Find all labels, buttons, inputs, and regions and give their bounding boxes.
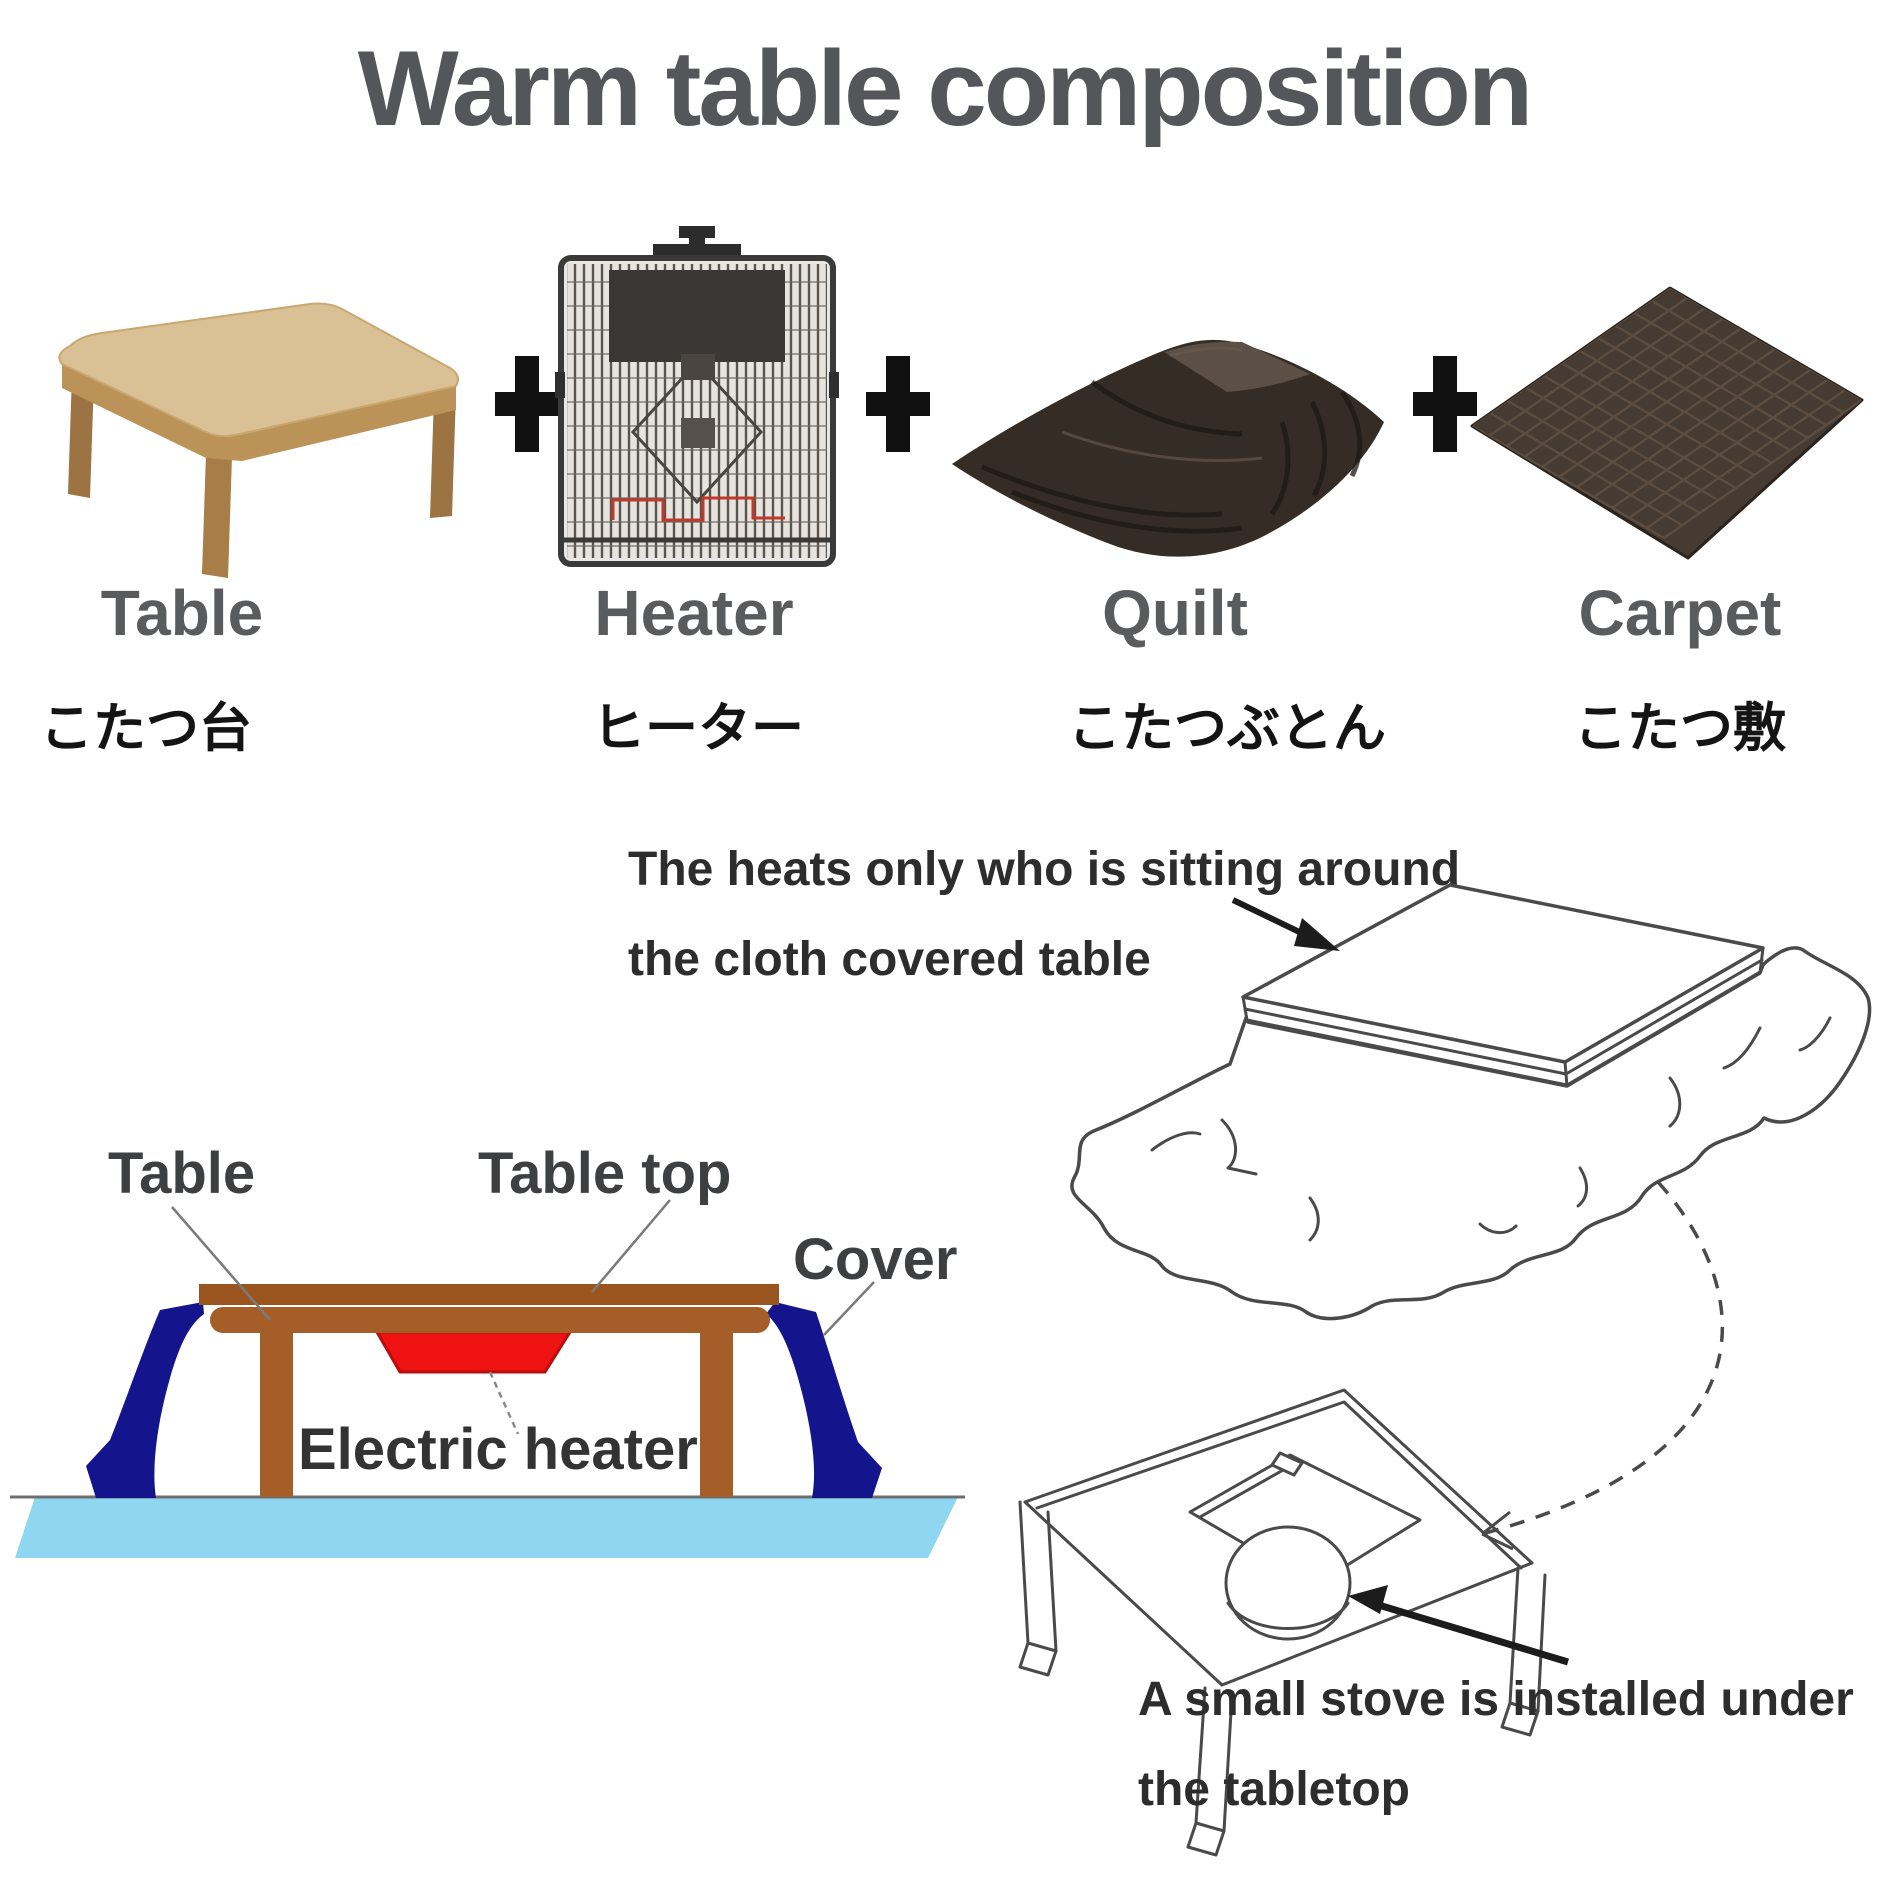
table-leg-left [260,1332,293,1497]
stove-note-line1: A small stove is installed under [1138,1673,1854,1726]
product-label-carpet: Carpet [1578,577,1782,649]
heat-note-line2: the cloth covered table [628,933,1151,986]
stove-note-line2: the tabletop [1138,1763,1410,1816]
product-label-ja-quilt: こたつぶとん [1068,699,1386,758]
plus-icon [495,356,559,452]
table-top-shape [199,1284,779,1305]
page-title: Warm table composition [357,28,1534,148]
cross-section-label-electric-heater: Electric heater [298,1417,698,1482]
electric-heater-shape [374,1330,573,1374]
product-label-ja-carpet: こたつ敷 [1574,699,1786,758]
cover-right-shape [766,1302,882,1498]
product-label-table: Table [100,577,264,649]
product-label-heater: Heater [594,577,794,649]
heat-note-line1: The heats only who is sitting around [628,843,1461,896]
cross-section-label-table-top: Table top [478,1141,732,1206]
product-label-ja-table: こたつ台 [40,699,252,758]
product-label-ja-heater: ヒーター [592,699,804,758]
plus-icon [866,356,930,452]
plus-icon [1413,356,1477,452]
carpet-image [1470,286,1864,560]
kotatsu-cross-section [10,1284,965,1558]
quilt-image [952,339,1384,557]
cover-left-shape [86,1302,204,1498]
heater-image [555,226,839,567]
table-body-shape [210,1307,770,1333]
product-label-quilt: Quilt [1102,577,1248,649]
covered-kotatsu-sketch [1070,883,1872,1321]
kotatsu-table-image [58,302,459,578]
table-leg-right [700,1332,733,1497]
cross-section-label-table: Table [108,1141,256,1206]
cross-section-label-cover: Cover [793,1227,958,1292]
floor-shape [15,1497,958,1558]
